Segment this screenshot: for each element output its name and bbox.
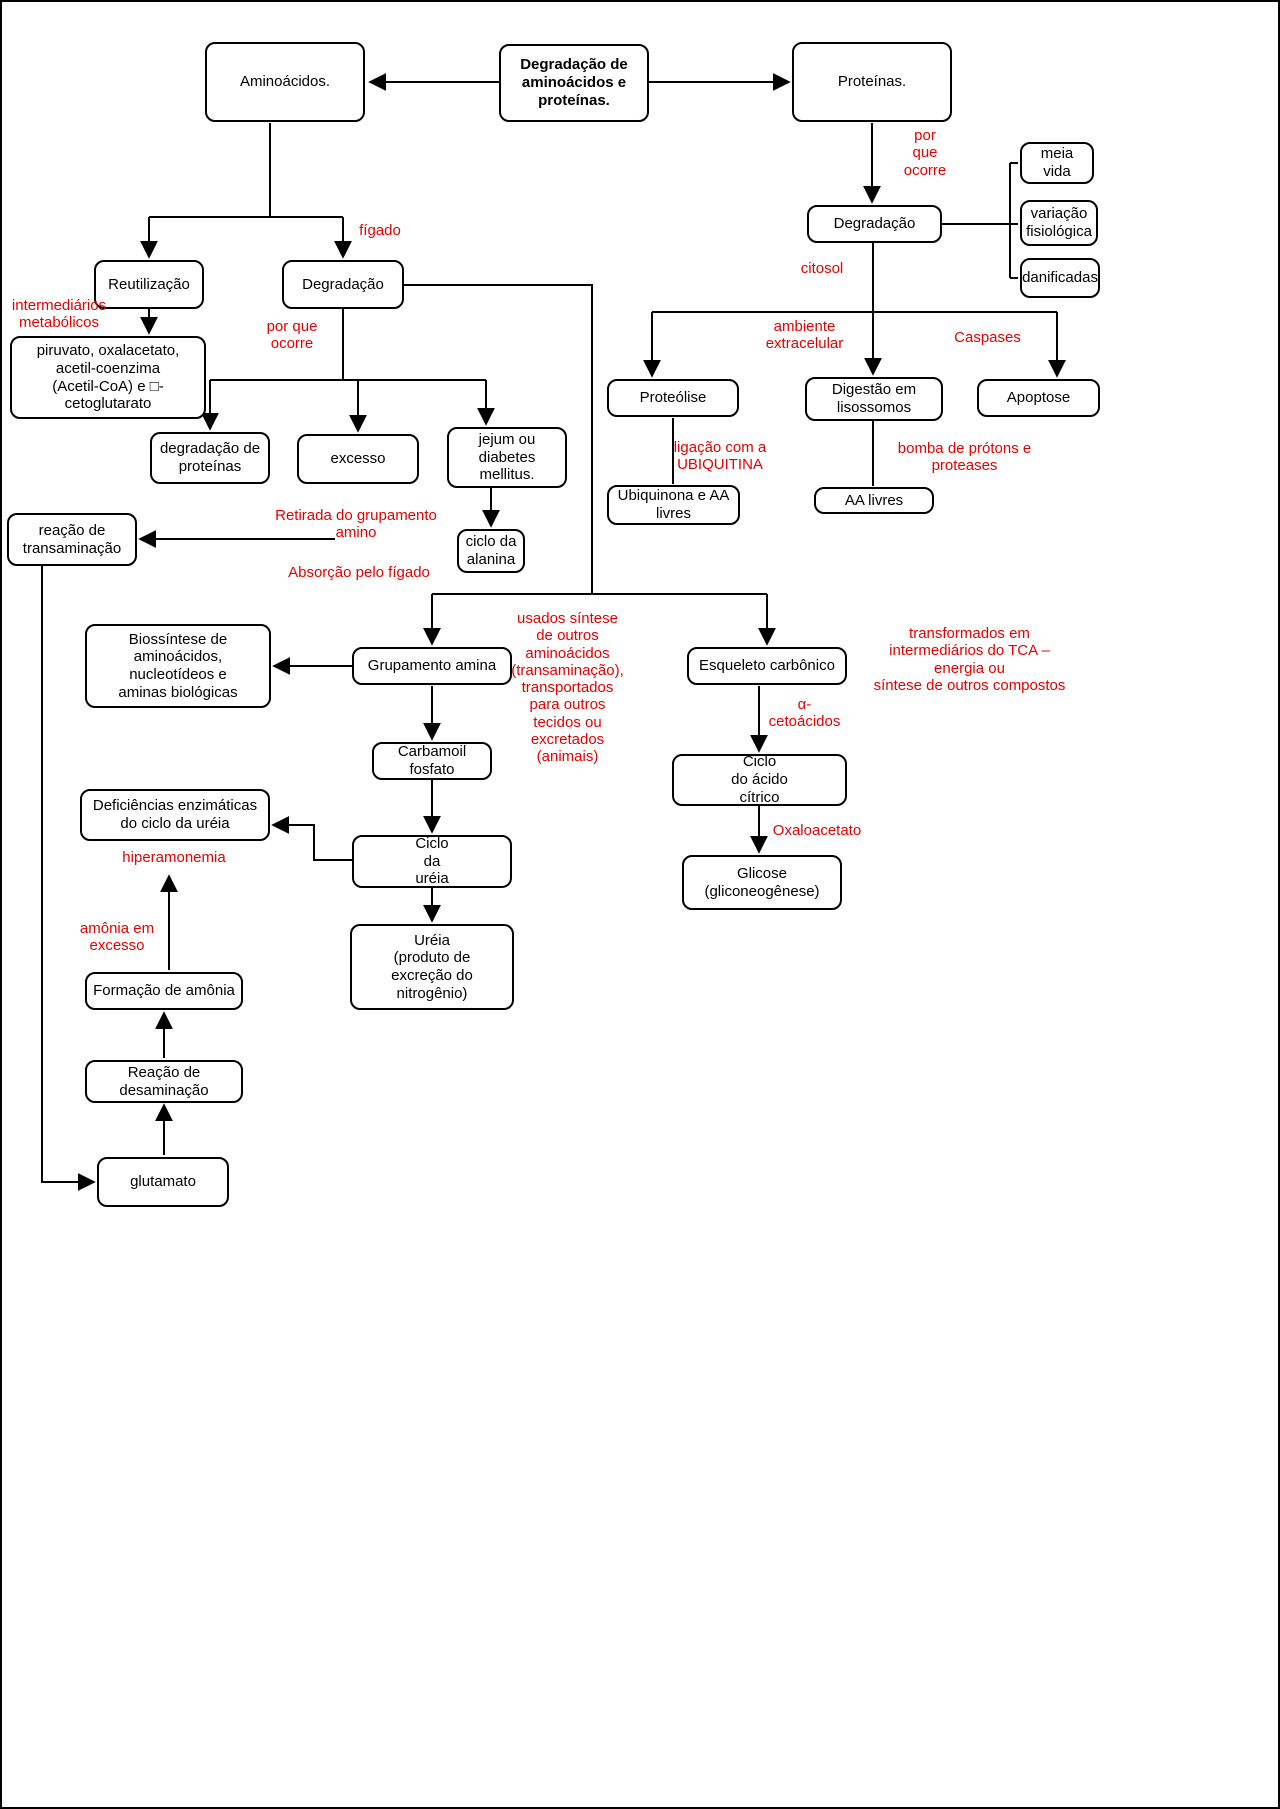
label-bomba-protons: bomba de prótons e proteases [897, 440, 1032, 475]
label-absorcao-figado: Absorção pelo fígado [288, 564, 430, 581]
node-ciclo-acido-citrico: Ciclo do ácido cítrico [672, 753, 847, 806]
node-jejum-diabetes: jejum ou diabetes mellitus. [447, 427, 567, 488]
label-transformados-tca: transformados em intermediários do TCA –… [873, 625, 1066, 694]
node-esqueleto-carbonico: Esqueleto carbônico [687, 647, 847, 685]
label-hiperamonemia: hiperamonemia [122, 849, 226, 866]
node-proteolise: Proteólise [607, 379, 739, 417]
node-degradacao-left: Degradação [282, 260, 404, 309]
node-degradacao-proteinas: degradação de proteínas [150, 432, 270, 484]
node-ubiquinona-aa-livres: Ubiquinona e AA livres [607, 485, 740, 525]
node-ureia: Uréia (produto de excreção do nitrogênio… [350, 924, 514, 1010]
node-formacao-amonia: Formação de amônia [85, 972, 243, 1010]
node-ciclo-ureia: Ciclo da uréia [352, 835, 512, 888]
node-aa-livres: AA livres [814, 487, 934, 514]
label-cetoacidos: α- cetoácidos [768, 696, 841, 731]
node-ciclo-alanina: ciclo da alanina [457, 529, 525, 573]
node-glicose: Glicose (gliconeogênese) [682, 855, 842, 910]
label-figado: fígado [359, 222, 401, 239]
label-citosol: citosol [800, 260, 844, 277]
node-excesso: excesso [297, 434, 419, 484]
label-intermediarios: intermediários metabólicos [11, 297, 107, 332]
connectors [41, 73, 1066, 1191]
node-reacao-desaminacao: Reação de desaminação [85, 1060, 243, 1103]
node-carbamoil-fosfato: Carbamoil fosfato [372, 742, 492, 780]
label-usados-sintese: usados síntese de outros aminoácidos (tr… [511, 610, 624, 765]
node-degradacao-right: Degradação [807, 205, 942, 243]
node-meia-vida: meia vida [1020, 142, 1094, 184]
node-deficiencias-enzimaticas: Deficiências enzimáticas do ciclo da uré… [80, 789, 270, 841]
node-reutilizacao: Reutilização [94, 260, 204, 309]
label-caspases: Caspases [954, 329, 1021, 346]
node-apoptose: Apoptose [977, 379, 1100, 417]
node-title: Degradação de aminoácidos e proteínas. [499, 44, 649, 122]
node-aminoacidos: Aminoácidos. [205, 42, 365, 122]
node-variacao-fisiologica: variação fisiológica [1020, 200, 1098, 246]
label-oxaloacetato: Oxaloacetato [772, 822, 862, 839]
label-ligacao-ubiquitina: ligação com a UBIQUITINA [673, 439, 767, 474]
node-digestao-lisossomos: Digestão em lisossomos [805, 377, 943, 421]
label-por-que-ocorre-right: por que ocorre [903, 127, 947, 179]
node-grupamento-amina: Grupamento amina [352, 647, 512, 685]
label-ambiente-extracelular: ambiente extracelular [765, 318, 844, 353]
node-piruvato: piruvato, oxalacetato, acetil-coenzima (… [10, 336, 206, 419]
node-glutamato: glutamato [97, 1157, 229, 1207]
label-retirada-grupamento: Retirada do grupamento amino [275, 507, 437, 542]
label-amonia-excesso: amônia em excesso [79, 920, 155, 955]
node-biossintese: Biossíntese de aminoácidos, nucleotídeos… [85, 624, 271, 708]
node-danificadas: danificadas [1020, 258, 1100, 298]
label-por-que-ocorre-left: por que ocorre [266, 318, 318, 353]
node-proteinas: Proteínas. [792, 42, 952, 122]
node-reacao-transaminacao: reação de transaminação [7, 513, 137, 566]
